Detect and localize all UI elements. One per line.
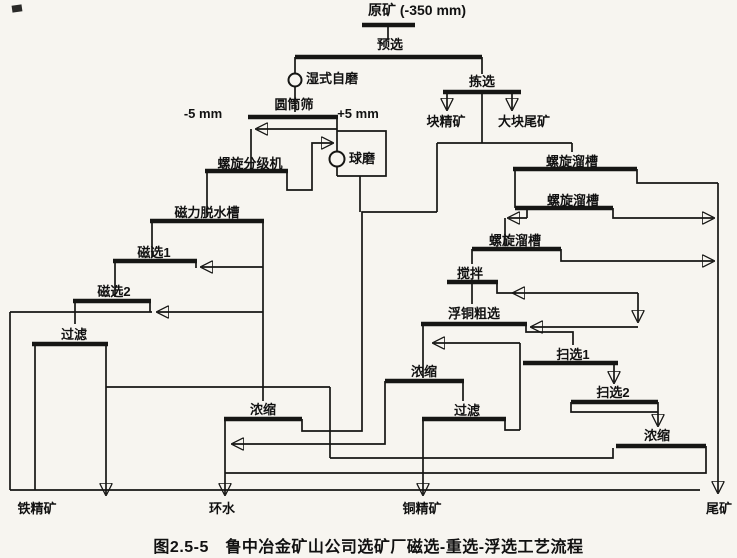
node-spiral-chute-2: 螺旋溜槽: [546, 193, 600, 208]
ball-mill-circle-icon: [328, 150, 346, 168]
figure-caption: 图2.5-5 鲁中冶金矿山公司选矿厂磁选-重选-浮选工艺流程: [153, 539, 584, 556]
node-lump-concentrate: 块精矿: [426, 114, 466, 129]
node-spiral-classifier: 螺旋分级机: [217, 156, 283, 171]
node-preselection: 预选: [376, 37, 404, 52]
output-copper-concentrate: 铜精矿: [402, 501, 442, 516]
wet-autogenous-mill-circle-icon: [287, 72, 303, 88]
node-oversize: +5 mm: [337, 106, 379, 121]
node-bulk-tailings: 大块尾矿: [497, 114, 551, 129]
node-filter-copper: 过滤: [453, 403, 481, 418]
output-circulating-water: 环水: [208, 501, 236, 516]
node-trommel-screen: 圆筒筛: [274, 97, 314, 112]
process-bars: [32, 22, 706, 449]
output-final-tailings: 尾矿: [705, 501, 733, 516]
node-magnetic-separation-2: 磁选2: [97, 284, 131, 299]
node-thickener-copper-1: 浓缩: [410, 364, 438, 379]
node-thickener-iron: 浓缩: [249, 402, 277, 417]
output-iron-concentrate: 铁精矿: [17, 501, 57, 516]
node-spiral-chute-1: 螺旋溜槽: [545, 154, 599, 169]
scan-artifact: [11, 4, 23, 13]
node-raw-ore: 原矿 (-350 mm): [367, 2, 467, 18]
node-scavenger-1: 扫选1: [556, 347, 590, 362]
node-wet-autogenous-mill: 湿式自磨: [306, 71, 359, 86]
node-filter-iron: 过滤: [60, 327, 88, 342]
flow-lines: [9, 25, 718, 494]
node-magnetic-dewatering-tank: 磁力脱水槽: [174, 205, 240, 220]
node-spiral-chute-3: 螺旋溜槽: [488, 233, 542, 248]
node-scavenger-2: 扫选2: [596, 385, 630, 400]
node-hand-picking: 拣选: [468, 74, 496, 89]
node-thickener-copper-2: 浓缩: [643, 428, 671, 443]
equipment-circles: [287, 72, 346, 168]
node-ball-mill: 球磨: [349, 151, 376, 166]
node-copper-rougher-flotation: 浮铜粗选: [447, 306, 501, 321]
node-magnetic-separation-1: 磁选1: [137, 245, 171, 260]
node-undersize: -5 mm: [183, 106, 223, 121]
node-agitation: 搅拌: [456, 266, 484, 281]
